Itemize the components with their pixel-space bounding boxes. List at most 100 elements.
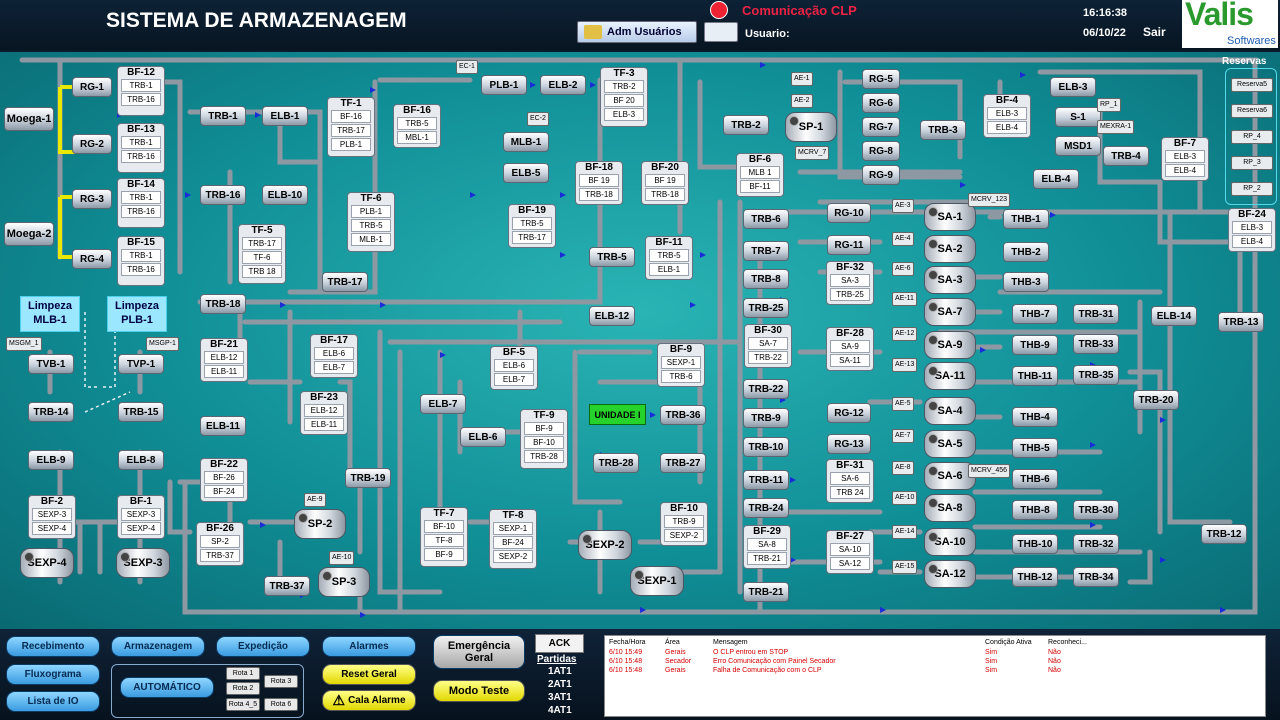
conveyor-tvb-1[interactable]: TVB-1 (28, 354, 74, 374)
bin-output[interactable]: SA-6 (830, 472, 870, 485)
lista-io-button[interactable]: Lista de IO (6, 691, 100, 712)
rg-3[interactable]: RG-3 (72, 189, 112, 209)
bin-output[interactable]: TRB-17 (242, 237, 282, 250)
bin-output[interactable]: BF-9 (524, 422, 564, 435)
bin-output[interactable]: SEXP-3 (121, 508, 161, 521)
reserva-rp_4[interactable]: RP_4 (1231, 130, 1273, 144)
bin-output[interactable]: SP-2 (200, 535, 240, 548)
bin-output[interactable]: ELB-3 (987, 107, 1027, 120)
bin-output[interactable]: SA-8 (747, 538, 787, 551)
conveyor-trb-37[interactable]: TRB-37 (264, 576, 310, 596)
conveyor-trb-4[interactable]: TRB-4 (1103, 146, 1149, 166)
bin-output[interactable]: ELB-11 (304, 418, 344, 431)
conveyor-elb-11[interactable]: ELB-11 (200, 416, 246, 436)
conveyor-trb-17[interactable]: TRB-17 (322, 272, 368, 292)
tag-ec-2[interactable]: EC-2 (527, 112, 549, 126)
adm-users-button[interactable]: Adm Usuários (577, 21, 697, 43)
silo-sa-1[interactable]: SA-1 (924, 203, 976, 231)
silo-sa-4[interactable]: SA-4 (924, 397, 976, 425)
bin-output[interactable]: SA-9 (830, 340, 870, 353)
conveyor-trb-27[interactable]: TRB-27 (660, 453, 706, 473)
bin-output[interactable]: TRB-1 (121, 136, 161, 149)
tag-ae-10[interactable]: AE-10 (329, 551, 355, 565)
bin-output[interactable]: TRB-5 (649, 249, 689, 262)
bin-output[interactable]: ELB-6 (314, 347, 354, 360)
tag-ae-8[interactable]: AE-8 (892, 461, 914, 475)
bin-output[interactable]: SEXP-1 (493, 522, 533, 535)
bin-output[interactable]: SA-11 (830, 354, 870, 367)
reserva-reserva6[interactable]: Reserva6 (1231, 104, 1273, 118)
tag-ae-5[interactable]: AE-5 (892, 397, 914, 411)
moega-1[interactable]: Moega-1 (4, 107, 54, 131)
reserva-rp_2[interactable]: RP_2 (1231, 182, 1273, 196)
bin-output[interactable]: SA-12 (830, 557, 870, 570)
tag-rp_1[interactable]: RP_1 (1097, 98, 1121, 112)
rg-1[interactable]: RG-1 (72, 77, 112, 97)
conveyor-trb-18[interactable]: TRB-18 (200, 294, 246, 314)
conveyor-elb-14[interactable]: ELB-14 (1151, 306, 1197, 326)
conveyor-elb-10[interactable]: ELB-10 (262, 185, 308, 205)
conveyor-trb-24[interactable]: TRB-24 (743, 498, 789, 518)
tag-ae-14[interactable]: AE-14 (892, 525, 918, 539)
rota-2-button[interactable]: Rota 2 (226, 682, 260, 695)
conveyor-elb-1[interactable]: ELB-1 (262, 106, 308, 126)
sexp-1[interactable]: SEXP-1 (630, 566, 684, 596)
rg-2[interactable]: RG-2 (72, 134, 112, 154)
conveyor-trb-22[interactable]: TRB-22 (743, 379, 789, 399)
silo-sa-9[interactable]: SA-9 (924, 331, 976, 359)
bin-output[interactable]: TRB-25 (830, 288, 870, 301)
bin-output[interactable]: BF-11 (740, 180, 780, 193)
rg-11[interactable]: RG-11 (827, 235, 871, 255)
bin-output[interactable]: ELB-7 (494, 373, 534, 386)
tag-mcrv_7[interactable]: MCRV_7 (795, 146, 830, 160)
bin-output[interactable]: ELB-4 (1232, 235, 1272, 248)
conveyor-thb-1[interactable]: THB-1 (1003, 209, 1049, 229)
conveyor-trb-20[interactable]: TRB-20 (1133, 390, 1179, 410)
conveyor-elb-6[interactable]: ELB-6 (460, 427, 506, 447)
conveyor-thb-2[interactable]: THB-2 (1003, 242, 1049, 262)
sexp-4[interactable]: SEXP-4 (20, 548, 74, 578)
conveyor-trb-8[interactable]: TRB-8 (743, 269, 789, 289)
conveyor-trb-6[interactable]: TRB-6 (743, 209, 789, 229)
bin-output[interactable]: TRB-1 (121, 191, 161, 204)
silo-sa-10[interactable]: SA-10 (924, 528, 976, 556)
conveyor-trb-1[interactable]: TRB-1 (200, 106, 246, 126)
modo-teste-button[interactable]: Modo Teste (433, 680, 525, 702)
rg-8[interactable]: RG-8 (862, 141, 900, 161)
tag-ae-2[interactable]: AE-2 (791, 94, 813, 108)
bin-output[interactable]: TRB-21 (747, 552, 787, 565)
conveyor-elb-12[interactable]: ELB-12 (589, 306, 635, 326)
conveyor-trb-30[interactable]: TRB-30 (1073, 500, 1119, 520)
tag-mcrv_123[interactable]: MCRV_123 (968, 193, 1011, 207)
logout-button[interactable]: Sair (1143, 25, 1166, 39)
rg-13[interactable]: RG-13 (827, 434, 871, 454)
bin-output[interactable]: BF-9 (424, 548, 464, 561)
ack-button[interactable]: ACK (535, 634, 584, 653)
cala-alarme-button[interactable]: ⚠Cala Alarme (322, 690, 416, 711)
bin-output[interactable]: ELB-12 (304, 404, 344, 417)
conveyor-trb-10[interactable]: TRB-10 (743, 437, 789, 457)
expedicao-button[interactable]: Expedição (216, 636, 310, 657)
bin-output[interactable]: TRB-1 (121, 79, 161, 92)
conveyor-thb-11[interactable]: THB-11 (1012, 366, 1058, 386)
rg-5[interactable]: RG-5 (862, 69, 900, 89)
tag-ec-1[interactable]: EC-1 (456, 60, 478, 74)
rg-10[interactable]: RG-10 (827, 203, 871, 223)
bin-output[interactable]: BF-24 (493, 536, 533, 549)
bin-output[interactable]: TRB-17 (331, 124, 371, 137)
bin-output[interactable]: TRB 18 (242, 265, 282, 278)
conveyor-trb-3[interactable]: TRB-3 (920, 120, 966, 140)
